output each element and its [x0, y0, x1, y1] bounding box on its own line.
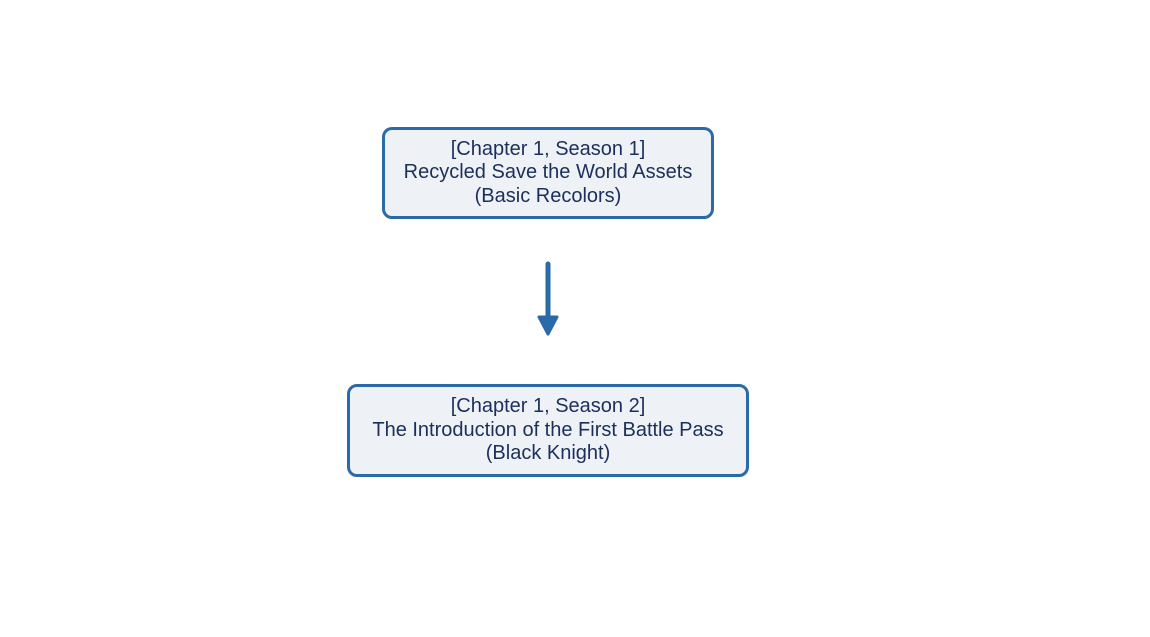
arrow-head: [537, 315, 559, 336]
node-1-line-3: (Basic Recolors): [474, 184, 622, 207]
down-arrow-connector: [537, 261, 559, 336]
node-2-line-1: [Chapter 1, Season 2]: [450, 395, 646, 418]
node-2-line-2: The Introduction of the First Battle Pas…: [372, 418, 724, 441]
node-2-line-3: (Black Knight): [485, 442, 611, 465]
node-1-line-2: Recycled Save the World Assets: [403, 161, 693, 184]
node-1-line-1: [Chapter 1, Season 1]: [450, 137, 646, 160]
flow-node-chapter1-season2: [Chapter 1, Season 2] The Introduction o…: [347, 384, 749, 477]
flow-node-chapter1-season1: [Chapter 1, Season 1] Recycled Save the …: [382, 127, 714, 219]
